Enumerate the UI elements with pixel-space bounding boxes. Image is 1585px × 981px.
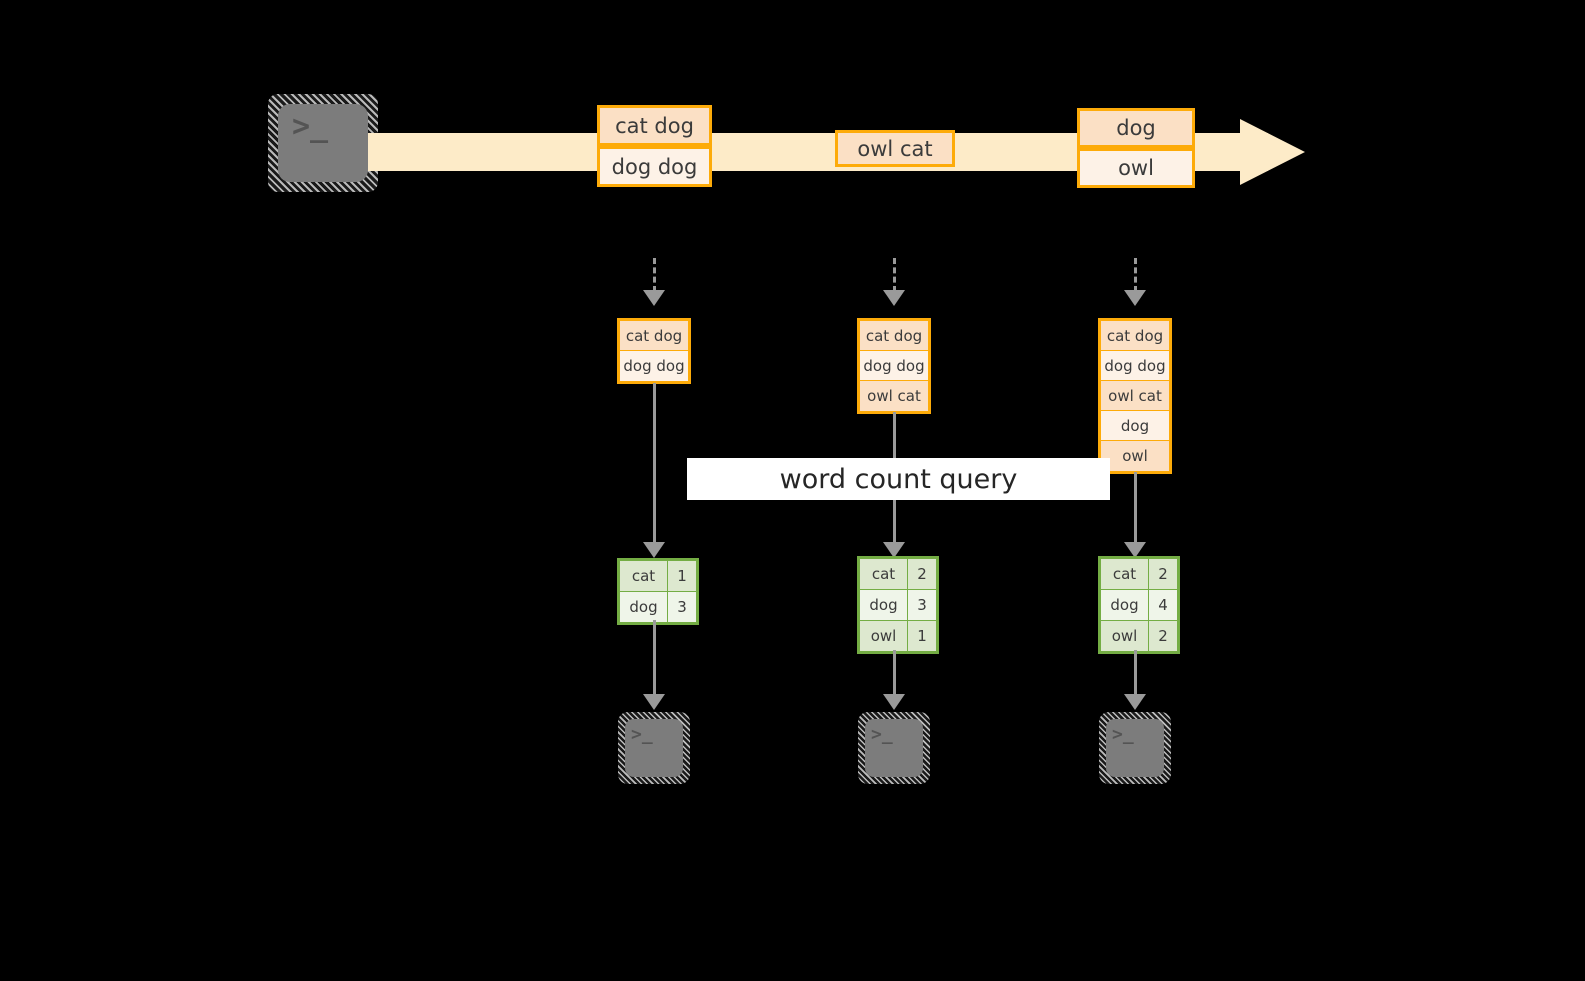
result-key: cat (620, 561, 668, 591)
snapshot-1-trigger-arrowhead-icon (643, 290, 665, 306)
table-row: dog 3 (620, 592, 696, 622)
snapshot-2-result-table: cat 2 dog 3 owl 1 (857, 556, 939, 654)
result-key: owl (860, 621, 908, 651)
snapshot-3-result-table: cat 2 dog 4 owl 2 (1098, 556, 1180, 654)
stream-event-1-line-2: dog dog (597, 146, 712, 187)
table-row: cat 1 (620, 561, 696, 592)
stream-event-3-line-2: owl (1077, 148, 1195, 188)
snapshot-3-input-row: dog dog (1101, 351, 1169, 381)
result-value: 1 (908, 621, 936, 651)
result-key: cat (1101, 559, 1149, 589)
snapshot-2-consumer-terminal-icon: >_ (858, 712, 930, 784)
snapshot-3-trigger-arrowhead-icon (1124, 290, 1146, 306)
snapshot-1-consumer-terminal-icon: >_ (618, 712, 690, 784)
stream-event-1-line-1: cat dog (597, 105, 712, 146)
result-value: 2 (1149, 621, 1177, 651)
snapshot-3-input-row: owl (1101, 441, 1169, 471)
table-row: dog 3 (860, 590, 936, 621)
snapshot-2-query-arrowhead-icon (883, 542, 905, 558)
snapshot-3-output-line (1134, 650, 1137, 698)
terminal-screen (625, 719, 683, 777)
terminal-prompt-glyph: >_ (871, 724, 893, 745)
snapshot-2-trigger-arrowhead-icon (883, 290, 905, 306)
result-key: dog (1101, 590, 1149, 620)
snapshot-2-output-arrowhead-icon (883, 694, 905, 710)
snapshot-3-input-row: dog (1101, 411, 1169, 441)
snapshot-3-input-row: cat dog (1101, 321, 1169, 351)
snapshot-1-input-row: cat dog (620, 321, 688, 351)
stream-event-3-line-1: dog (1077, 108, 1195, 148)
query-label-band: word count query (687, 458, 1110, 500)
snapshot-3-query-line (1134, 472, 1137, 555)
table-row: cat 2 (1101, 559, 1177, 590)
snapshot-2-output-line (893, 650, 896, 698)
snapshot-1-query-arrowhead-icon (643, 542, 665, 558)
snapshot-3-query-arrowhead-icon (1124, 542, 1146, 558)
result-value: 4 (1149, 590, 1177, 620)
snapshot-1-output-line (653, 620, 656, 698)
terminal-prompt-glyph: >_ (631, 724, 653, 745)
terminal-screen (865, 719, 923, 777)
result-value: 2 (1149, 559, 1177, 589)
producer-terminal-icon: >_ (268, 94, 378, 192)
snapshot-3-consumer-terminal-icon: >_ (1099, 712, 1171, 784)
result-key: dog (860, 590, 908, 620)
terminal-prompt-glyph: >_ (292, 109, 329, 144)
snapshot-3-trigger-line (1134, 258, 1137, 292)
snapshot-1-query-line (653, 383, 656, 555)
result-key: cat (860, 559, 908, 589)
snapshot-2-input-row: cat dog (860, 321, 928, 351)
snapshot-1-result-table: cat 1 dog 3 (617, 558, 699, 625)
terminal-screen (1106, 719, 1164, 777)
table-row: owl 1 (860, 621, 936, 651)
stream-arrow-head-icon (1240, 119, 1305, 185)
snapshot-3-input-stack: cat dog dog dog owl cat dog owl (1098, 318, 1172, 474)
snapshot-2-trigger-line (893, 258, 896, 292)
snapshot-2-input-row: dog dog (860, 351, 928, 381)
snapshot-1-output-arrowhead-icon (643, 694, 665, 710)
terminal-screen (278, 104, 368, 182)
snapshot-3-input-row: owl cat (1101, 381, 1169, 411)
result-value: 1 (668, 561, 696, 591)
result-key: owl (1101, 621, 1149, 651)
result-value: 3 (668, 592, 696, 622)
snapshot-3-output-arrowhead-icon (1124, 694, 1146, 710)
result-value: 2 (908, 559, 936, 589)
table-row: owl 2 (1101, 621, 1177, 651)
table-row: dog 4 (1101, 590, 1177, 621)
snapshot-1-input-stack: cat dog dog dog (617, 318, 691, 384)
snapshot-2-input-row: owl cat (860, 381, 928, 411)
snapshot-2-input-stack: cat dog dog dog owl cat (857, 318, 931, 414)
stream-event-2-line-1: owl cat (835, 130, 955, 167)
query-label-text: word count query (779, 463, 1018, 495)
table-row: cat 2 (860, 559, 936, 590)
snapshot-1-trigger-line (653, 258, 656, 292)
result-value: 3 (908, 590, 936, 620)
terminal-prompt-glyph: >_ (1112, 724, 1134, 745)
snapshot-1-input-row: dog dog (620, 351, 688, 381)
result-key: dog (620, 592, 668, 622)
